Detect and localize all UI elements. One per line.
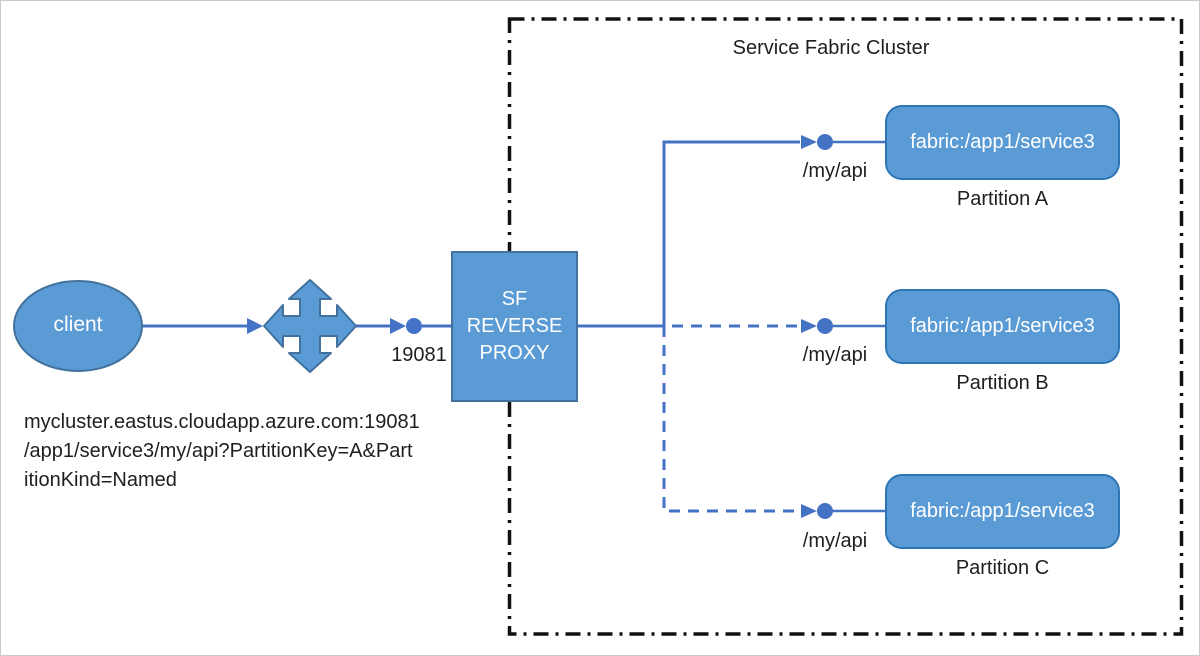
- partition-b-arrowhead: [801, 319, 817, 333]
- port-19081-label: 19081: [391, 344, 447, 366]
- request-url-line-3: itionKind=Named: [24, 469, 177, 491]
- partition-c-arrowhead: [801, 504, 817, 518]
- reverse-proxy-box: [451, 251, 578, 402]
- request-url-line-1: mycluster.eastus.cloudapp.azure.com:1908…: [24, 411, 420, 433]
- client-label: client: [53, 313, 103, 336]
- proxy-label-line-3: PROXY: [479, 342, 550, 364]
- request-url-text: mycluster.eastus.cloudapp.azure.com:1908…: [24, 408, 420, 495]
- quad-arrow-routing-icon: [263, 279, 357, 373]
- service-fabric-cluster-boundary: [507, 17, 1184, 636]
- client-to-router-arrowhead: [247, 318, 263, 334]
- partition-a-service-label: fabric:/app1/service3: [910, 131, 1095, 153]
- client-ellipse: [13, 280, 143, 372]
- partition-a-arrowhead: [801, 135, 817, 149]
- partition-b-name: Partition B: [956, 372, 1049, 394]
- partition-c-box: [885, 474, 1120, 549]
- partition-c-service-label: fabric:/app1/service3: [910, 500, 1095, 522]
- partition-a-path-label: /my/api: [802, 160, 868, 182]
- proxy-to-partition-a-line: [662, 140, 800, 326]
- partition-b-endpoint-dot: [817, 318, 833, 334]
- partition-c-name: Partition C: [955, 557, 1050, 579]
- partition-c-path-label: /my/api: [802, 530, 868, 552]
- port-19081-dot: [406, 318, 422, 334]
- partition-a-endpoint-dot: [817, 134, 833, 150]
- partition-a-name: Partition A: [956, 188, 1049, 210]
- partition-b-box: [885, 289, 1120, 364]
- partition-a-box: [885, 105, 1120, 180]
- partition-c-endpoint-dot: [817, 503, 833, 519]
- cluster-title: Service Fabric Cluster: [732, 37, 930, 59]
- partition-b-service-label: fabric:/app1/service3: [910, 315, 1095, 337]
- partition-b-path-label: /my/api: [802, 344, 868, 366]
- proxy-label-line-2: REVERSE: [466, 315, 563, 337]
- proxy-to-partition-c-line-dashed: [662, 326, 800, 513]
- router-to-port-arrowhead: [390, 318, 406, 334]
- reverse-proxy-label: SF REVERSE PROXY: [452, 252, 577, 401]
- proxy-label-line-1: SF: [501, 288, 528, 310]
- request-url-line-2: /app1/service3/my/api?PartitionKey=A&Par…: [24, 440, 413, 462]
